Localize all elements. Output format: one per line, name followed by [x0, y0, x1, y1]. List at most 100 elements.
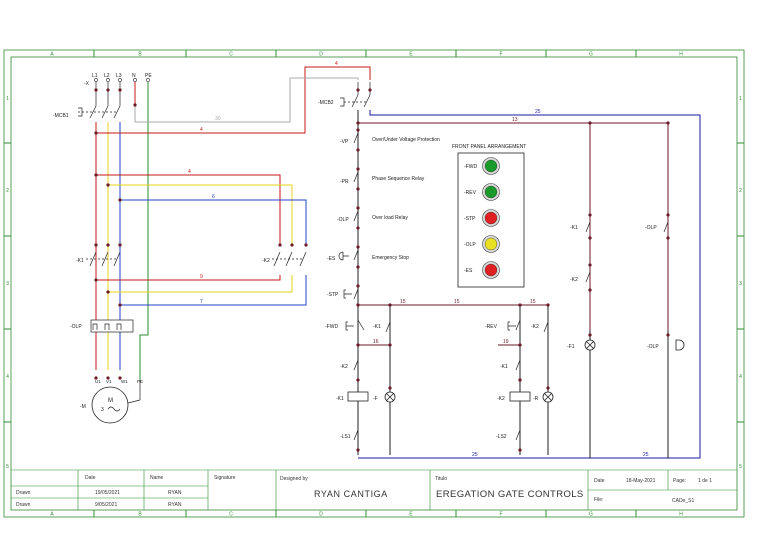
olp-aux-label: -OLP: [645, 225, 657, 231]
col-label-c: C: [229, 52, 233, 58]
terminal-l2-circle: [106, 78, 110, 82]
col-label-g-bottom: G: [589, 512, 593, 518]
tb-row2-date: 9/05/2021: [95, 502, 117, 508]
motor-w1: W1: [121, 379, 128, 384]
terminal-n-circle: [133, 78, 137, 82]
olp-buzzer-label: -OLP: [647, 344, 659, 350]
panel-item-label: -REV: [464, 190, 477, 196]
control-neutral-rail: [358, 110, 701, 459]
row-label-4-right: 4: [739, 374, 742, 380]
pr-label: -PR: [340, 179, 349, 185]
k1-power-contactor: -K1: [76, 251, 121, 267]
k2-interlock-label: -K2: [340, 364, 348, 370]
mcb1-breaker: -MCB1: [53, 82, 121, 119]
vp-label: -VP: [340, 139, 349, 145]
wire-num-25-right: 25: [643, 452, 649, 458]
ls1-contact: [353, 429, 359, 441]
k1-aux-label: -K1: [570, 225, 578, 231]
rev-button-contact: [507, 319, 521, 331]
olp-power-relay: -OLP: [70, 319, 134, 333]
motor-tag: -M: [80, 404, 86, 410]
col-label-g: G: [589, 52, 593, 58]
coils: [347, 391, 531, 402]
olp-description: Over load Relay: [372, 215, 408, 221]
k2-aux-label: -K2: [570, 277, 578, 283]
k1-interlock-label: -K1: [500, 364, 508, 370]
rev-label: -REV: [485, 324, 498, 330]
olp-buzzer-icon: [675, 339, 685, 351]
col-label-d-bottom: D: [319, 512, 323, 518]
wire-l3-to-k2: [120, 199, 307, 245]
row-label-3: 3: [6, 281, 9, 287]
terminal-l1-circle: [94, 78, 98, 82]
wire-num-25-top: 25: [535, 109, 541, 115]
mcb2-breaker: -MCB2: [318, 82, 371, 108]
f1-lamp-label: -F1: [567, 344, 575, 350]
power-circuit: L1 L2 L3 N PE -X -MCB1: [53, 61, 371, 424]
k1-coil: [347, 391, 369, 402]
row-label-4: 4: [6, 374, 9, 380]
tb-file-value: CADe_S1: [672, 498, 694, 504]
indicator-lamps: [384, 339, 685, 403]
tb-name-header: Name: [150, 475, 164, 481]
motor-v1: V1: [106, 379, 112, 384]
terminal-pe-label: PE: [145, 73, 152, 79]
wire-num-9: 9: [200, 274, 203, 280]
wire-control-feed: [96, 66, 371, 134]
control-wire-numbers: 25 13 15 15 15 16 19 25 25: [373, 109, 649, 458]
k2-coil: [509, 391, 531, 402]
k1-power-label: -K1: [76, 258, 84, 264]
tb-row1-date: 19/05/2021: [95, 490, 120, 496]
motor-u1: U1: [95, 379, 101, 384]
power-junction-dots: [94, 88, 308, 380]
olp-contact: [353, 210, 359, 222]
col-label-f-bottom: F: [499, 512, 502, 518]
title-block: [11, 469, 737, 510]
wire-l1-to-k2: [96, 174, 281, 245]
wire-k2-out-2: [108, 275, 293, 293]
col-label-b-bottom: B: [138, 512, 142, 518]
tb-designer-name: RYAN CANTIGA: [314, 489, 388, 499]
tb-page-label: Page:: [673, 478, 686, 484]
f-lamp-icon: [384, 391, 396, 403]
k1-seal-label: -K1: [373, 324, 381, 330]
ls1-label: -LS1: [340, 434, 351, 440]
tb-file-label: File:: [594, 497, 603, 503]
fwd-button-contact: [345, 319, 365, 331]
mcb2-label: -MCB2: [318, 100, 334, 106]
tb-signature-header: Signature: [214, 475, 236, 481]
tb-row1-label: Drawn: [16, 490, 31, 496]
stp-label: -STP: [327, 292, 339, 298]
tb-row2-label: Drawn: [16, 502, 31, 508]
stp-button-icon: [343, 289, 352, 299]
tb-designed-by-header: Designed by: [280, 476, 308, 482]
control-rails: [357, 110, 701, 459]
terminal-l1-label: L1: [92, 73, 98, 79]
wire-num-30: 30: [215, 116, 221, 122]
control-junction-dots: [356, 88, 670, 452]
panel-item-label: -ES: [464, 268, 473, 274]
row-label-5-right: 5: [739, 464, 742, 470]
motor-symbol: [91, 386, 129, 424]
front-panel-title: FRONT PANEL ARRANGEMENT: [452, 144, 526, 150]
wire-k2-out-1: [96, 275, 281, 281]
ls2-label: -LS2: [496, 434, 507, 440]
f1-lamp-icon: [584, 339, 596, 351]
control-labels: -VP Over/Under Voltage Protection -PR Ph…: [325, 137, 659, 440]
panel-button-es: [484, 263, 498, 277]
wire-control-return: [134, 77, 359, 123]
col-label-e-bottom: E: [409, 512, 413, 518]
k2-interlock-contact: [353, 359, 359, 371]
tb-date-header: Date: [85, 475, 96, 481]
col-label-e: E: [409, 52, 413, 58]
es-mushroom-icon: [338, 251, 349, 261]
k2-aux-contact: [585, 271, 591, 283]
title-block-text: Date Name Signature Designed by Titulo D…: [16, 475, 712, 508]
panel-item-label: -STP: [464, 216, 476, 222]
row-label-5: 5: [6, 464, 9, 470]
col-label-a: A: [50, 52, 54, 58]
drawing-border: [3, 49, 745, 518]
panel-button-olp: [484, 237, 498, 251]
olp-power-label: -OLP: [70, 324, 82, 330]
f-lamp-label: -F: [373, 396, 378, 402]
